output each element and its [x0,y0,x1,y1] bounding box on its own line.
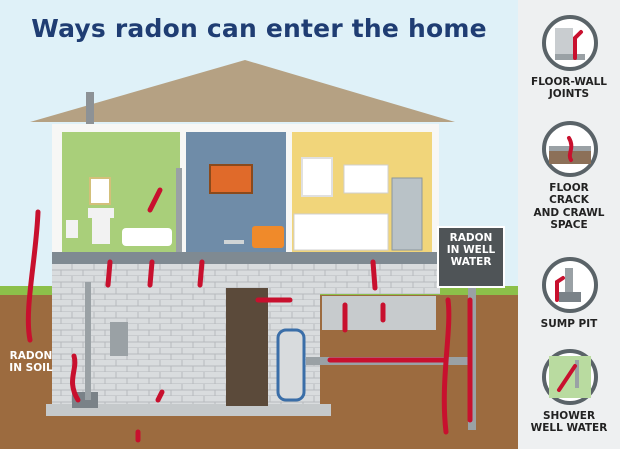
refrigerator [391,177,423,251]
radon-in-well-water-line: IN WELL [446,244,496,257]
radon-arrow-wall-3 [197,259,205,288]
basement-floor-slab [46,404,331,416]
crawl-space [322,296,436,330]
legend-label-line: AND CRAWL [533,206,605,219]
basement-wall [52,264,320,406]
radon-in-soil-label: RADON IN SOIL [4,350,58,374]
house-cutaway-scene: Ways radon can enter the home RADON IN S… [0,0,518,449]
radon-in-soil-line: RADON [9,350,53,362]
legend-label: FLOOR-WALL JOINTS [518,76,620,101]
kitchen-window [301,157,333,197]
legend-label-line: SHOWER [542,410,596,422]
page-title: Ways radon can enter the home [31,14,487,43]
coffee-table [224,240,244,244]
roof [30,60,455,122]
legend-label-line: FLOOR [549,182,589,194]
floor-wall-joint-icon [542,15,598,71]
radon-in-well-water-label: RADON IN WELL WATER [437,232,505,268]
radon-arrow-crawl [370,259,378,291]
floor-crack-icon [542,121,598,177]
legend-label: FLOOR CRACK AND CRAWL SPACE [518,182,620,232]
radon-in-well-water-line: WATER [450,256,492,269]
bathroom-vanity [92,218,110,244]
legend-label: SUMP PIT [518,318,620,330]
bathroom-sink [88,208,114,218]
house-illustration [0,0,518,449]
well-water-label-box [437,226,505,288]
radon-arrow-wall-2 [147,259,155,288]
legend-label-line: CRACK [549,194,589,207]
toilet [66,220,78,238]
legend-label-line: SPACE [550,219,588,232]
radon-arrow-sump [70,353,81,403]
radon-arrow-well [441,297,452,435]
first-floor-slab [52,252,439,264]
radon-flow-arrows [25,187,473,443]
entry-points-legend: FLOOR-WALL JOINTS FLOOR CRACK AND CRAWL … [518,0,620,449]
legend-label-line: FLOOR-WALL [531,76,607,88]
lower-cabinets [293,213,389,251]
radon-arrow-floor-crack [155,389,165,403]
basement-stairs [226,288,268,406]
upper-cabinets [343,164,389,194]
shower-icon [542,349,598,405]
legend-label-line: WELL WATER [530,422,608,435]
electrical-panel [110,322,128,356]
sump-vent-pipe [85,282,91,400]
wall-painting [209,164,253,194]
sump-pit-icon [542,257,598,313]
legend-label-line: SUMP PIT [540,318,598,330]
legend-label-line: JOINTS [548,88,590,101]
armchair [252,226,284,248]
bathroom-mirror [89,177,111,205]
radon-arrow-soil [25,209,41,343]
radon-arrow-wall-1 [105,259,113,288]
radon-arrow-shower [147,187,163,213]
water-heater [276,328,306,402]
radon-in-soil-line: IN SOIL [9,362,53,375]
roof-vent-pipe [86,92,94,124]
bathtub [122,228,172,246]
radon-in-well-water-line: RADON [449,232,493,244]
shower-pipe [176,168,182,254]
legend-label: SHOWER WELL WATER [518,410,620,435]
crawl-space-wall [320,264,440,294]
